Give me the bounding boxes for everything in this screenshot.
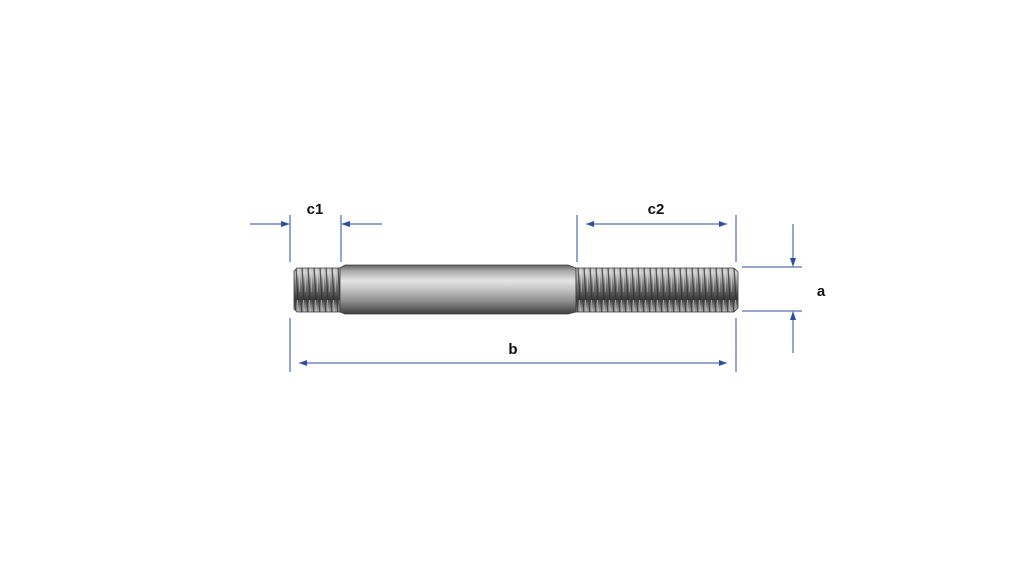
label-a: a: [817, 283, 826, 300]
left-thread: [293, 267, 341, 313]
label-b: b: [508, 341, 517, 358]
label-c1: c1: [307, 201, 324, 218]
a-top-arrowhead: [790, 258, 796, 267]
c1-left-arrowhead: [281, 221, 290, 227]
b-left-arrowhead: [299, 360, 307, 366]
label-c2: c2: [648, 201, 665, 218]
c2-right-arrowhead: [719, 221, 727, 227]
dimension-c1: c1: [250, 201, 382, 262]
c2-left-arrowhead: [586, 221, 594, 227]
c1-right-arrowhead: [341, 221, 350, 227]
shank: [339, 264, 577, 315]
dimension-c2: c2: [576, 201, 737, 262]
b-right-arrowhead: [719, 360, 727, 366]
stud-bolt: [293, 264, 739, 315]
right-thread: [575, 267, 739, 313]
dimension-b: b: [289, 318, 737, 372]
a-bottom-arrowhead: [790, 311, 796, 320]
dimension-a: a: [742, 224, 826, 353]
